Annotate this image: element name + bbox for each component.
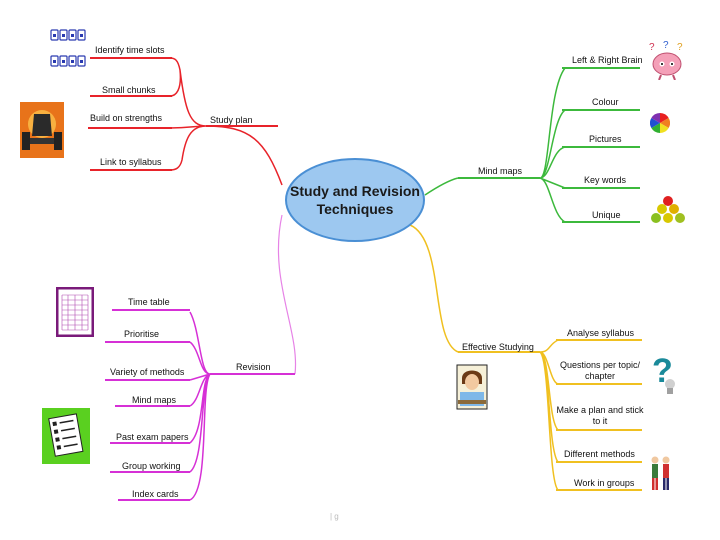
mind-maps-item: Colour [592, 97, 619, 107]
svg-text:?: ? [663, 40, 669, 51]
connector-effective [409, 224, 459, 353]
svg-text:?: ? [677, 42, 683, 53]
branch-effective-studying: Effective Studying [462, 342, 534, 352]
student-icon [456, 364, 488, 410]
revision-stem [189, 311, 211, 501]
study-plan-item: Link to syllabus [100, 157, 162, 167]
study-plan-item: Build on strengths [90, 113, 163, 123]
effective-item: Make a plan and stick [556, 405, 644, 415]
fist-dumbbell-icon [20, 102, 64, 158]
mind-maps-item: Pictures [589, 134, 622, 144]
study-plan-stem [169, 57, 207, 171]
timetable-icon [56, 287, 94, 337]
revision-item: Index cards [132, 489, 179, 499]
mind-maps-item: Key words [584, 175, 627, 185]
central-topic-line2: Techniques [316, 201, 394, 217]
branch-revision: Revision [236, 362, 271, 372]
effective-item: chapter [584, 371, 616, 381]
effective-item: to it [592, 416, 608, 426]
study-plan-item: Small chunks [102, 85, 156, 95]
central-topic: Study and Revision Techniques [285, 158, 425, 242]
study-plan-item: Identify time slots [95, 45, 165, 55]
revision-item: Group working [122, 461, 181, 471]
people-icon [651, 456, 670, 490]
branch-study-plan: Study plan [210, 115, 253, 125]
footer-text: | g [330, 512, 339, 521]
balls-pyramid-icon [651, 196, 685, 223]
central-topic-line1: Study and Revision [290, 183, 420, 199]
calendar-blocks-icon [50, 29, 86, 67]
mind-maps-item: Left & Right Brain [572, 55, 643, 65]
revision-item: Variety of methods [110, 367, 185, 377]
effective-stem [539, 339, 559, 491]
question-mark-icon: ? [652, 352, 675, 394]
effective-item: Different methods [564, 449, 635, 459]
connector-study-plan [205, 125, 283, 186]
revision-item: Time table [128, 297, 170, 307]
effective-item: Work in groups [574, 478, 635, 488]
svg-text:?: ? [649, 42, 655, 53]
revision-item: Mind maps [132, 395, 177, 405]
mind-maps-stem [539, 67, 566, 223]
connector-revision [277, 214, 297, 375]
effective-item: Analyse syllabus [567, 328, 635, 338]
branch-mind-maps: Mind maps [478, 166, 523, 176]
effective-item: Questions per topic/ [559, 360, 641, 370]
mind-maps-item: Unique [592, 210, 621, 220]
revision-item: Past exam papers [116, 432, 189, 442]
connector-mind-maps [424, 177, 459, 196]
revision-item: Prioritise [124, 329, 160, 339]
brain-icon: ? ? ? [649, 40, 683, 80]
colour-wheel-icon [650, 113, 670, 133]
checklist-icon [42, 408, 90, 464]
